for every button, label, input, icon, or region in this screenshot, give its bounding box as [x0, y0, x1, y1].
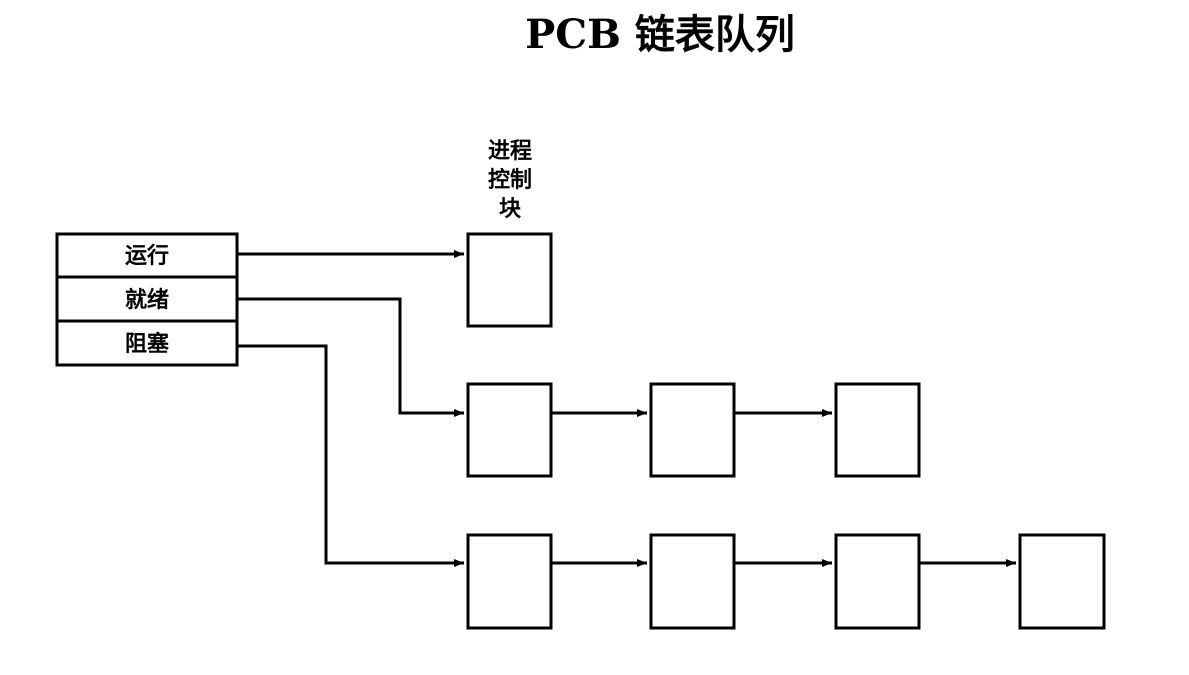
queue-links [237, 250, 464, 567]
blocked-head-arrow [237, 344, 464, 567]
blocked-queue [466, 533, 1106, 630]
blocked-pcb-1 [466, 533, 553, 630]
running-queue [466, 232, 553, 328]
queue-head-blocked [55, 319, 239, 367]
queue-label-ready: 就绪 [125, 287, 169, 313]
ready-head-arrow [237, 297, 464, 417]
queue-header-table: 运行 就绪 阻塞 [55, 232, 239, 367]
pcb-caption: 进程 控制 块 [488, 139, 532, 222]
running-pcb-1 [466, 232, 553, 328]
blocked-pcb-4 [1018, 533, 1106, 630]
ready-queue [466, 382, 921, 478]
blocked-pcb-2 [649, 533, 736, 630]
ready-pcb-2 [649, 382, 736, 478]
ready-pcb-1 [466, 382, 553, 478]
ready-pcb-3 [834, 382, 921, 478]
pcb-caption-line-1: 进程 [488, 139, 532, 164]
queue-label-blocked: 阻塞 [125, 331, 170, 357]
pcb-caption-line-3: 块 [499, 197, 522, 222]
diagram-title: PCB 链表队列 [525, 11, 795, 58]
pcb-caption-line-2: 控制 [488, 167, 532, 193]
blocked-pcb-3 [834, 533, 921, 630]
queue-label-running: 运行 [125, 243, 169, 269]
